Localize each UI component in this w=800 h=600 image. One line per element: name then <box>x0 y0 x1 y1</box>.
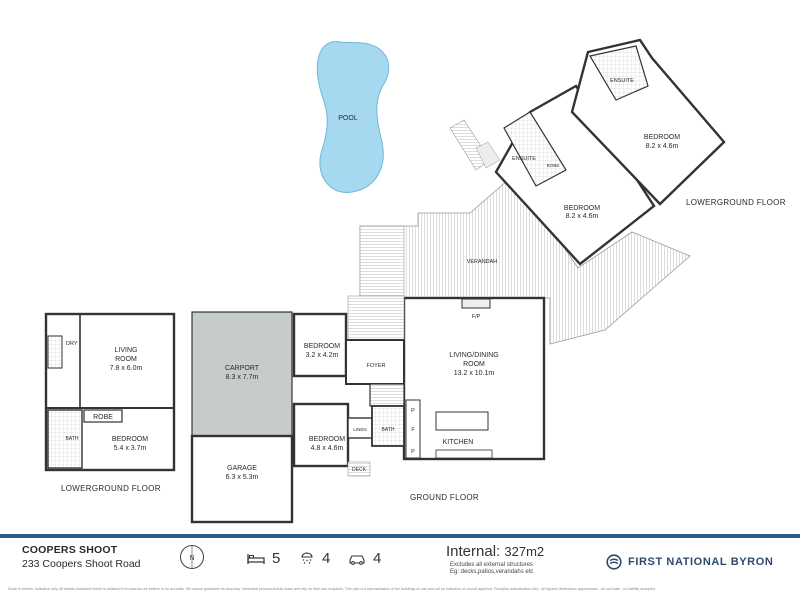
deck-label: DECK <box>352 467 367 473</box>
living-dining-size: 13.2 x 10.1m <box>454 370 495 377</box>
foyer-label: FOYER <box>367 363 386 369</box>
foyer: FOYER <box>345 339 405 385</box>
living-dining-line1: LIVING/DINING <box>449 352 498 359</box>
robe-lg-label: ROBE <box>93 414 113 421</box>
first-national-logo-icon <box>606 554 622 570</box>
excludes-line-1: Excludes all external structures <box>450 562 534 568</box>
verandah-label: VERANDAH <box>467 259 498 265</box>
bedroom-upper-right-size: 8.2 x 4.6m <box>646 143 679 150</box>
bedroom-lg-size: 5.4 x 3.7m <box>114 445 147 452</box>
beds-stat: 5 <box>247 550 280 567</box>
footer-accent-bar <box>0 534 800 538</box>
compass-letter: N <box>189 555 194 562</box>
ground-floor-label: GROUND FLOOR <box>410 493 479 502</box>
bedroom-g1-name: BEDROOM <box>304 343 340 350</box>
car-icon <box>349 554 365 565</box>
pantry-p1: P <box>411 408 415 414</box>
compass-icon: N <box>180 545 204 569</box>
garage: GARAGE 6.3 x 5.3m <box>190 434 294 524</box>
bedroom-g1-size: 3.2 x 4.2m <box>306 352 339 359</box>
lowerground-right-label: LOWERGROUND FLOOR <box>686 198 786 207</box>
lowerground-left-label: LOWERGROUND FLOOR <box>61 484 161 493</box>
lowerground-left: DRY LIVING ROOM 7.8 x 6.0m ROBE BATH BED… <box>44 312 176 472</box>
carport-name: CARPORT <box>225 365 260 372</box>
entry-deck <box>347 295 405 341</box>
pool-shape <box>316 41 390 193</box>
pantry-f: F <box>411 427 415 433</box>
stairs-upper <box>449 119 501 171</box>
living-dining-room: F/P LIVING/DINING ROOM 13.2 x 10.1m KITC… <box>402 296 546 461</box>
footer: COOPERS SHOOT 233 Coopers Shoot Road N 5… <box>0 534 800 600</box>
cars-count: 4 <box>373 550 382 567</box>
bath-g-label: BATH <box>382 427 395 433</box>
suburb-label: COOPERS SHOOT <box>22 544 118 556</box>
ensuite-label-1: ENSUITE <box>610 78 634 84</box>
garage-name: GARAGE <box>227 465 257 472</box>
ground-bath: BATH <box>371 405 405 447</box>
bedroom-upper-mid-size: 8.2 x 4.6m <box>566 213 599 220</box>
pool-label: POOL <box>338 115 358 122</box>
bedroom-upper-mid-name: BEDROOM <box>564 205 600 212</box>
carport-size: 8.3 x 7.7m <box>226 374 259 381</box>
linen-cupboard: LINEN <box>347 417 373 439</box>
ground-bedroom-2: BEDROOM 4.8 x 4.6m <box>292 402 350 468</box>
excludes-line-2: Eg: decks,patios,verandahs etc <box>450 569 534 575</box>
disclaimer-text: Scale in metres. Indicative only. All de… <box>8 587 656 591</box>
baths-count: 4 <box>322 550 331 567</box>
ground-bedroom-1: BEDROOM 3.2 x 4.2m <box>292 312 348 378</box>
bedroom-wing-right: ENSUITE BEDROOM 8.2 x 4.6m <box>570 38 726 206</box>
kitchen-label: KITCHEN <box>443 439 474 446</box>
address-label: 233 Coopers Shoot Road <box>22 558 141 570</box>
dry-label: DRY <box>66 341 78 347</box>
brand: FIRST NATIONAL BYRON <box>606 554 773 570</box>
linen-label: LINEN <box>353 427 366 432</box>
deck-small: DECK <box>347 461 371 477</box>
living-room-lg-size: 7.8 x 6.0m <box>110 365 143 372</box>
beds-count: 5 <box>272 550 281 567</box>
living-room-lg-line1: LIVING <box>115 347 138 354</box>
pantry-p2: P <box>411 449 415 455</box>
bedroom-wing-middle: ENSUITE ROBE BEDROOM 8.2 x 4.6m <box>494 84 656 266</box>
ensuite-label-2: ENSUITE <box>512 156 536 162</box>
internal-area: Internal: 327m2 <box>446 543 544 560</box>
fireplace-label: F/P <box>472 314 481 320</box>
carport: CARPORT 8.3 x 7.7m <box>191 311 293 437</box>
floor-plan: POOL VERANDAH ENSUITE ROBE BEDROOM 8.2 x… <box>44 38 786 524</box>
bedroom-g2-name: BEDROOM <box>309 436 345 443</box>
bedroom-lg-name: BEDROOM <box>112 436 148 443</box>
internal-value: 327m2 <box>504 544 545 559</box>
shower-icon <box>301 552 313 564</box>
robe-label-upper: ROBE <box>547 163 560 168</box>
bedroom-g2-size: 4.8 x 4.6m <box>311 445 344 452</box>
internal-label: Internal: <box>446 543 501 560</box>
hall-stairs <box>369 383 405 407</box>
cars-stat: 4 <box>348 550 381 567</box>
baths-stat: 4 <box>299 550 330 567</box>
bedroom-upper-right-name: BEDROOM <box>644 134 680 141</box>
brand-name: FIRST NATIONAL BYRON <box>628 556 774 568</box>
living-room-lg-line2: ROOM <box>115 356 137 363</box>
bath-lg-label: BATH <box>66 436 79 442</box>
living-dining-line2: ROOM <box>463 361 485 368</box>
garage-size: 6.3 x 5.3m <box>226 474 259 481</box>
bed-icon <box>247 553 265 564</box>
